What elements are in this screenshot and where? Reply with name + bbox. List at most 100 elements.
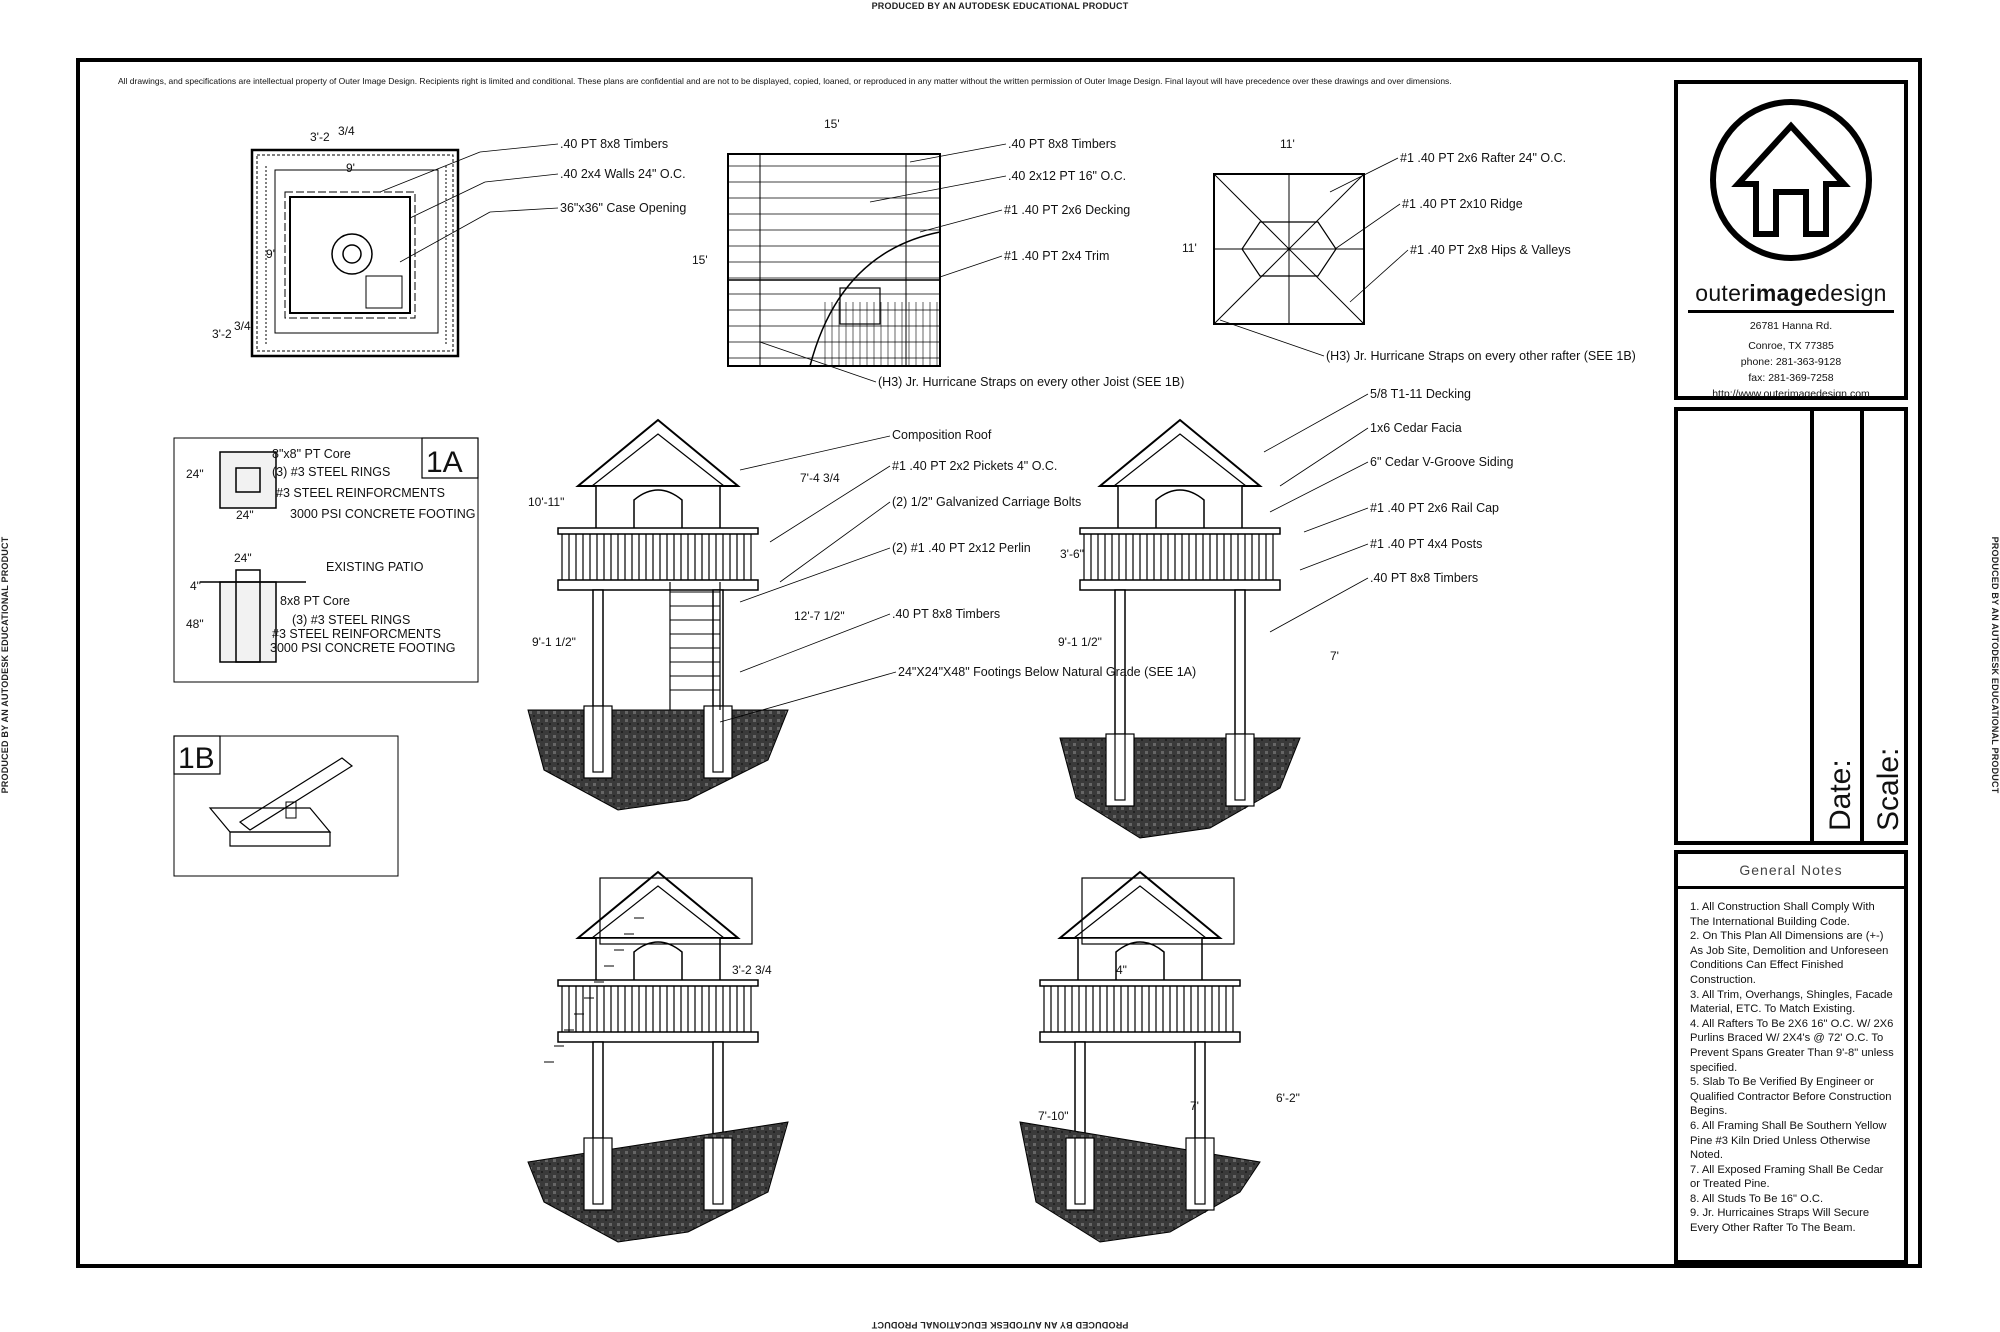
detail-1a-tag: 1A	[426, 446, 463, 479]
deck-framing-plan	[727, 153, 941, 367]
note-item: 8. All Studs To Be 16" O.C.	[1690, 1192, 1824, 1205]
plan2-dim-top: 15'	[824, 117, 840, 131]
plan1-dim-height: 9'	[266, 247, 275, 261]
detail-1a-label-1: 8"x8" PT Core	[272, 447, 351, 461]
elev1-label-4: (2) #1 .40 PT 2x12 Perlin	[892, 541, 1031, 555]
plan1-dim-bottom: 3'-2	[212, 327, 232, 341]
website: http://www.outerimagedesign.com	[1712, 388, 1870, 400]
detail-1a-label-8: #3 STEEL REINFORCMENTS	[272, 627, 441, 641]
elev1-dim-3: 12'-7 1/2"	[794, 609, 845, 623]
detail-1a-label-5: EXISTING PATIO	[326, 560, 424, 574]
plan1-dim-bottom-frac: 3/4	[234, 319, 251, 333]
educational-watermark-bottom: PRODUCED BY AN AUTODESK EDUCATIONAL PROD…	[871, 1320, 1129, 1330]
note-item: 3. All Trim, Overhangs, Shingles, Facade…	[1690, 988, 1893, 1016]
detail-1a-label-3: #3 STEEL REINFORCMENTS	[276, 486, 445, 500]
scale-label: Scale:	[1872, 747, 1905, 831]
elev4-dim-4: 6'-2"	[1276, 1091, 1300, 1105]
plan1-dim-width: 9'	[346, 161, 355, 175]
elev2-dim-3: 7'	[1330, 649, 1339, 663]
notes-title: General Notes	[1678, 854, 1904, 889]
left-elevation	[1019, 870, 1261, 1243]
plan1-dim-top: 3'-2	[310, 130, 330, 144]
elev4-dim-2: 7'-10"	[1038, 1109, 1069, 1123]
plan1-label-2: .40 2x4 Walls 24" O.C.	[560, 167, 686, 181]
elev2-label-5: #1 .40 PT 4x4 Posts	[1370, 537, 1482, 551]
divider	[1810, 411, 1814, 841]
titleblock-date-scale-panel: Date: Scale:	[1674, 407, 1908, 845]
elev1-dim-1: 10'-11"	[528, 495, 564, 509]
detail-1a-dim-5: 48"	[186, 617, 204, 631]
elev1-dim-4: 9'-1 1/2"	[532, 635, 576, 649]
detail-1a-label-7: (3) #3 STEEL RINGS	[292, 613, 410, 627]
date-label: Date:	[1824, 759, 1857, 831]
elev2-dim-2: 9'-1 1/2"	[1058, 635, 1102, 649]
plan1-label-1: .40 PT 8x8 Timbers	[560, 137, 668, 151]
phone: phone: 281-363-9128	[1740, 356, 1842, 368]
note-item: 5. Slab To Be Verified By Engineer or Qu…	[1690, 1076, 1892, 1118]
detail-1a-dim-3: 24"	[234, 551, 252, 565]
elev1-dim-2: 7'-4 3/4	[800, 471, 840, 485]
detail-1a-label-9: 3000 PSI CONCRETE FOOTING	[270, 641, 455, 655]
plan3-dim-top: 11'	[1280, 137, 1295, 151]
plan2-label-2: .40 2x12 PT 16" O.C.	[1008, 169, 1126, 183]
detail-1a-dim-2: 24"	[236, 508, 254, 522]
elev2-dim-1: 3'-6"	[1060, 547, 1084, 561]
plan1-label-3: 36"x36" Case Opening	[560, 201, 686, 215]
elev1-label-3: (2) 1/2" Galvanized Carriage Bolts	[892, 495, 1081, 509]
educational-watermark-right: PRODUCED BY AN AUTODESK EDUCATIONAL PROD…	[1990, 536, 2000, 794]
plan2-dim-left: 15'	[692, 253, 708, 267]
disclaimer-text: All drawings, and specifications are int…	[118, 76, 1452, 86]
elev1-label-6: 24"X24"X48" Footings Below Natural Grade…	[898, 665, 1196, 679]
drawing-canvas: .40 PT 8x8 Timbers .40 2x4 Walls 24" O.C…	[173, 117, 1636, 1243]
elev4-dim-1: 4"	[1116, 963, 1127, 977]
brand-name: outerimagedesign	[1695, 280, 1887, 306]
roof-framing-plan	[1213, 173, 1365, 325]
fax: fax: 281-369-7258	[1748, 372, 1834, 384]
detail-1a-dim-1: 24"	[186, 467, 204, 481]
note-item: 6. All Framing Shall Be Southern Yellow …	[1690, 1119, 1887, 1162]
plan2-label-1: .40 PT 8x8 Timbers	[1008, 137, 1116, 151]
house-logo-icon	[1710, 99, 1872, 261]
note-item: 1. All Construction Shall Comply With Th…	[1690, 901, 1875, 928]
plan3-label-4: (H3) Jr. Hurricane Straps on every other…	[1326, 349, 1636, 363]
plan3-label-1: #1 .40 PT 2x6 Rafter 24" O.C.	[1400, 151, 1566, 165]
elev2-label-3: 6" Cedar V-Groove Siding	[1370, 455, 1513, 469]
elev1-label-2: #1 .40 PT 2x2 Pickets 4" O.C.	[892, 459, 1057, 473]
divider	[1860, 411, 1864, 841]
plan1-dim-top-frac: 3/4	[338, 124, 355, 138]
detail-1b-tag: 1B	[178, 742, 215, 775]
note-item: 2. On This Plan All Dimensions are (+-) …	[1690, 930, 1889, 986]
detail-1b	[173, 735, 399, 877]
elev2-label-2: 1x6 Cedar Facia	[1370, 421, 1462, 435]
address-line-1: 26781 Hanna Rd.	[1749, 320, 1833, 332]
note-item: 7. All Exposed Framing Shall Be Cedar or…	[1690, 1163, 1884, 1191]
elev2-label-6: .40 PT 8x8 Timbers	[1370, 571, 1478, 585]
educational-watermark-left: PRODUCED BY AN AUTODESK EDUCATIONAL PROD…	[0, 536, 10, 794]
rear-elevation	[527, 870, 789, 1243]
plan3-label-3: #1 .40 PT 2x8 Hips & Valleys	[1410, 243, 1571, 257]
detail-1a-label-6: 8x8 PT Core	[280, 594, 350, 608]
side-elevation	[1059, 418, 1301, 839]
brand-rule	[1688, 310, 1894, 313]
detail-1a	[173, 437, 479, 683]
note-item: 4. All Rafters To Be 2X6 16" O.C. W/ 2X6…	[1690, 1017, 1894, 1074]
titleblock-logo-panel: outerimagedesign 26781 Hanna Rd. Conroe,…	[1674, 80, 1908, 400]
educational-watermark-top: PRODUCED BY AN AUTODESK EDUCATIONAL PROD…	[871, 1, 1129, 11]
plan3-dim-left: 11'	[1182, 241, 1197, 255]
plan2-label-4: #1 .40 PT 2x4 Trim	[1004, 249, 1109, 263]
elev1-label-1: Composition Roof	[892, 428, 992, 442]
deck-joists	[728, 165, 940, 366]
elev3-dim-1: 3'-2 3/4	[732, 963, 772, 977]
detail-1a-label-2: (3) #3 STEEL RINGS	[272, 465, 390, 479]
plan2-label-5: (H3) Jr. Hurricane Straps on every other…	[878, 375, 1184, 389]
elev1-label-5: .40 PT 8x8 Timbers	[892, 607, 1000, 621]
notes-list: 1. All Construction Shall Comply With Th…	[1690, 900, 1896, 1236]
plan3-label-2: #1 .40 PT 2x10 Ridge	[1402, 197, 1523, 211]
elevations	[527, 418, 1301, 1243]
front-elevation	[527, 418, 789, 811]
address-line-2: Conroe, TX 77385	[1748, 340, 1834, 352]
floor-plan	[250, 148, 491, 358]
note-item: 9. Jr. Hurricaines Straps Will Secure Ev…	[1690, 1207, 1870, 1235]
elev2-label-1: 5/8 T1-11 Decking	[1370, 387, 1471, 401]
detail-1a-dim-4: 4"	[190, 579, 201, 593]
